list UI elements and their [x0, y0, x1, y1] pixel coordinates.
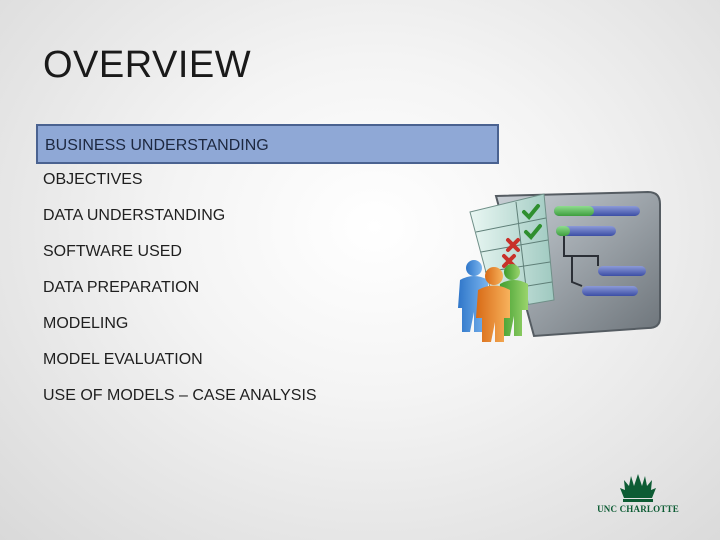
logo-text: UNC CHARLOTTE	[597, 504, 679, 514]
agenda-item-data-preparation[interactable]: DATA PREPARATION	[43, 279, 200, 296]
crown-emblem-icon	[620, 474, 656, 502]
agenda-item-data-understanding[interactable]: DATA UNDERSTANDING	[43, 207, 226, 224]
agenda-item-business-understanding[interactable]: BUSINESS UNDERSTANDING	[36, 124, 499, 164]
agenda-item-model-evaluation[interactable]: MODEL EVALUATION	[43, 351, 203, 368]
slide-title: OVERVIEW	[43, 44, 252, 86]
agenda-item-use-of-models[interactable]: USE OF MODELS – CASE ANALYSIS	[43, 387, 317, 404]
unc-charlotte-logo: UNC CHARLOTTE	[590, 470, 690, 518]
project-checklist-people-icon	[458, 190, 661, 342]
agenda-list: BUSINESS UNDERSTANDING OBJECTIVES DATA U…	[36, 124, 499, 414]
agenda-item-software-used[interactable]: SOFTWARE USED	[43, 243, 182, 260]
agenda-item-objectives[interactable]: OBJECTIVES	[43, 171, 143, 188]
agenda-item-modeling[interactable]: MODELING	[43, 315, 129, 332]
